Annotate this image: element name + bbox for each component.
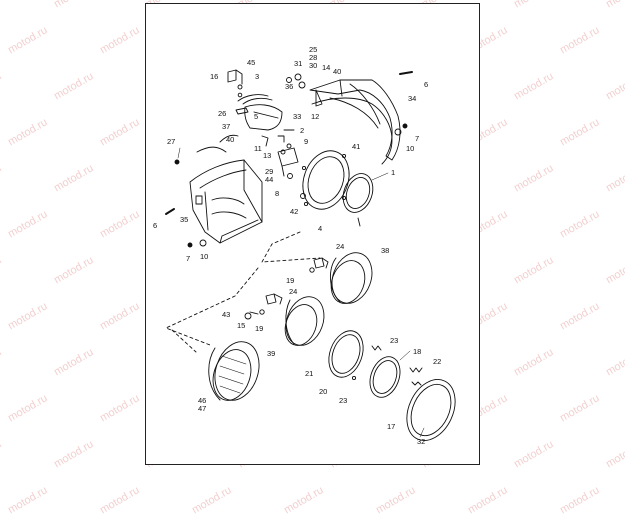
nacelle-housing [189,159,263,244]
diagram-frame [145,3,480,465]
pin-6-right [399,71,413,75]
exploded-parts-drawing [165,69,456,441]
bulb-socket-lower [244,293,283,320]
callout-24-mid: 24 [289,287,298,296]
small-parts-cluster [219,69,306,179]
callout-24-top: 24 [336,242,345,251]
callout-23-bottom: 23 [339,396,348,405]
callout-31: 31 [294,59,303,68]
callout-40-top: 40 [333,67,342,76]
spring-22 [411,381,422,386]
callout-18: 18 [413,347,422,356]
callout-20: 20 [319,387,328,396]
fairing-shell [309,79,401,165]
relay-bracket [277,147,299,167]
screw-27 [174,159,180,165]
callout-28: 28 [309,53,318,62]
bulb-socket-upper [309,257,329,273]
watermark-text: motod.ru [190,484,234,516]
callout-40-left: 40 [226,135,235,144]
callout-46: 46 [198,396,207,405]
ring-23 [369,356,401,398]
watermark-text: motod.ru [282,484,326,516]
bolt-7-right [402,123,408,129]
callout-19-mid: 19 [255,324,264,333]
trim-ring-1 [342,173,374,213]
callout-37: 37 [222,122,231,131]
callout-44: 44 [265,175,274,184]
callout-12: 12 [311,112,320,121]
callout-34: 34 [408,94,417,103]
bracket-27 [196,146,227,153]
callout-7-right: 7 [415,134,420,143]
lamp-38 [330,252,373,304]
callout-38: 38 [381,246,390,255]
callout-21: 21 [305,369,314,378]
callout-27: 27 [167,137,176,146]
lamp-39 [284,296,325,346]
callout-41: 41 [352,142,361,151]
callout-2: 2 [300,126,305,135]
callout-43: 43 [222,310,231,319]
callout-22: 22 [433,357,442,366]
callout-10-right: 10 [406,144,415,153]
callout-23-top: 23 [390,336,399,345]
callout-39: 39 [267,349,276,358]
callout-26: 26 [218,109,227,118]
washer-10-right [394,128,402,136]
callout-9: 9 [304,137,309,146]
bolt-7-left [187,242,193,248]
callout-7-left: 7 [186,254,191,263]
callout-13: 13 [263,151,272,160]
callout-47: 47 [198,404,207,413]
washer-10-left [199,239,207,247]
callout-17: 17 [387,422,396,431]
watermark-text: motod.ru [6,484,50,516]
pin-6-left [165,208,175,215]
callout-1: 1 [391,168,396,177]
watermark-text: motod.ru [98,484,142,516]
callout-42: 42 [290,207,299,216]
callout-16: 16 [210,72,219,81]
callout-11: 11 [254,144,262,153]
trim-bezel-17 [406,379,456,441]
screw-4 [357,217,361,227]
watermark-text: motod.ru [558,484,602,516]
headlamp-46 [208,341,260,401]
callout-6-right: 6 [424,80,429,89]
callout-5: 5 [254,112,259,121]
spring-18 [409,367,423,373]
ring-21 [328,330,364,378]
callout-29: 29 [265,167,274,176]
callout-8: 8 [275,189,280,198]
callout-3: 3 [255,72,260,81]
callout-35: 35 [180,215,189,224]
callout-45: 45 [247,58,256,67]
screw-20 [351,375,357,381]
callout-14: 14 [322,63,331,72]
mounting-ring-41 [301,150,350,210]
screw-42 [300,193,306,199]
watermark-text: motod.ru [374,484,418,516]
callout-19-top: 19 [286,276,295,285]
callout-32: 32 [417,437,426,446]
assembly-leaders [165,231,321,353]
callout-30: 30 [309,61,318,70]
callout-33: 33 [293,112,302,121]
watermark-text: motod.ru [466,484,510,516]
callout-4: 4 [318,224,323,233]
spring-23 [371,345,382,351]
callout-25: 25 [309,45,318,54]
callout-15: 15 [237,321,246,330]
callout-6-left: 6 [153,221,158,230]
callout-36: 36 [285,82,294,91]
callout-10-left: 10 [200,252,209,261]
